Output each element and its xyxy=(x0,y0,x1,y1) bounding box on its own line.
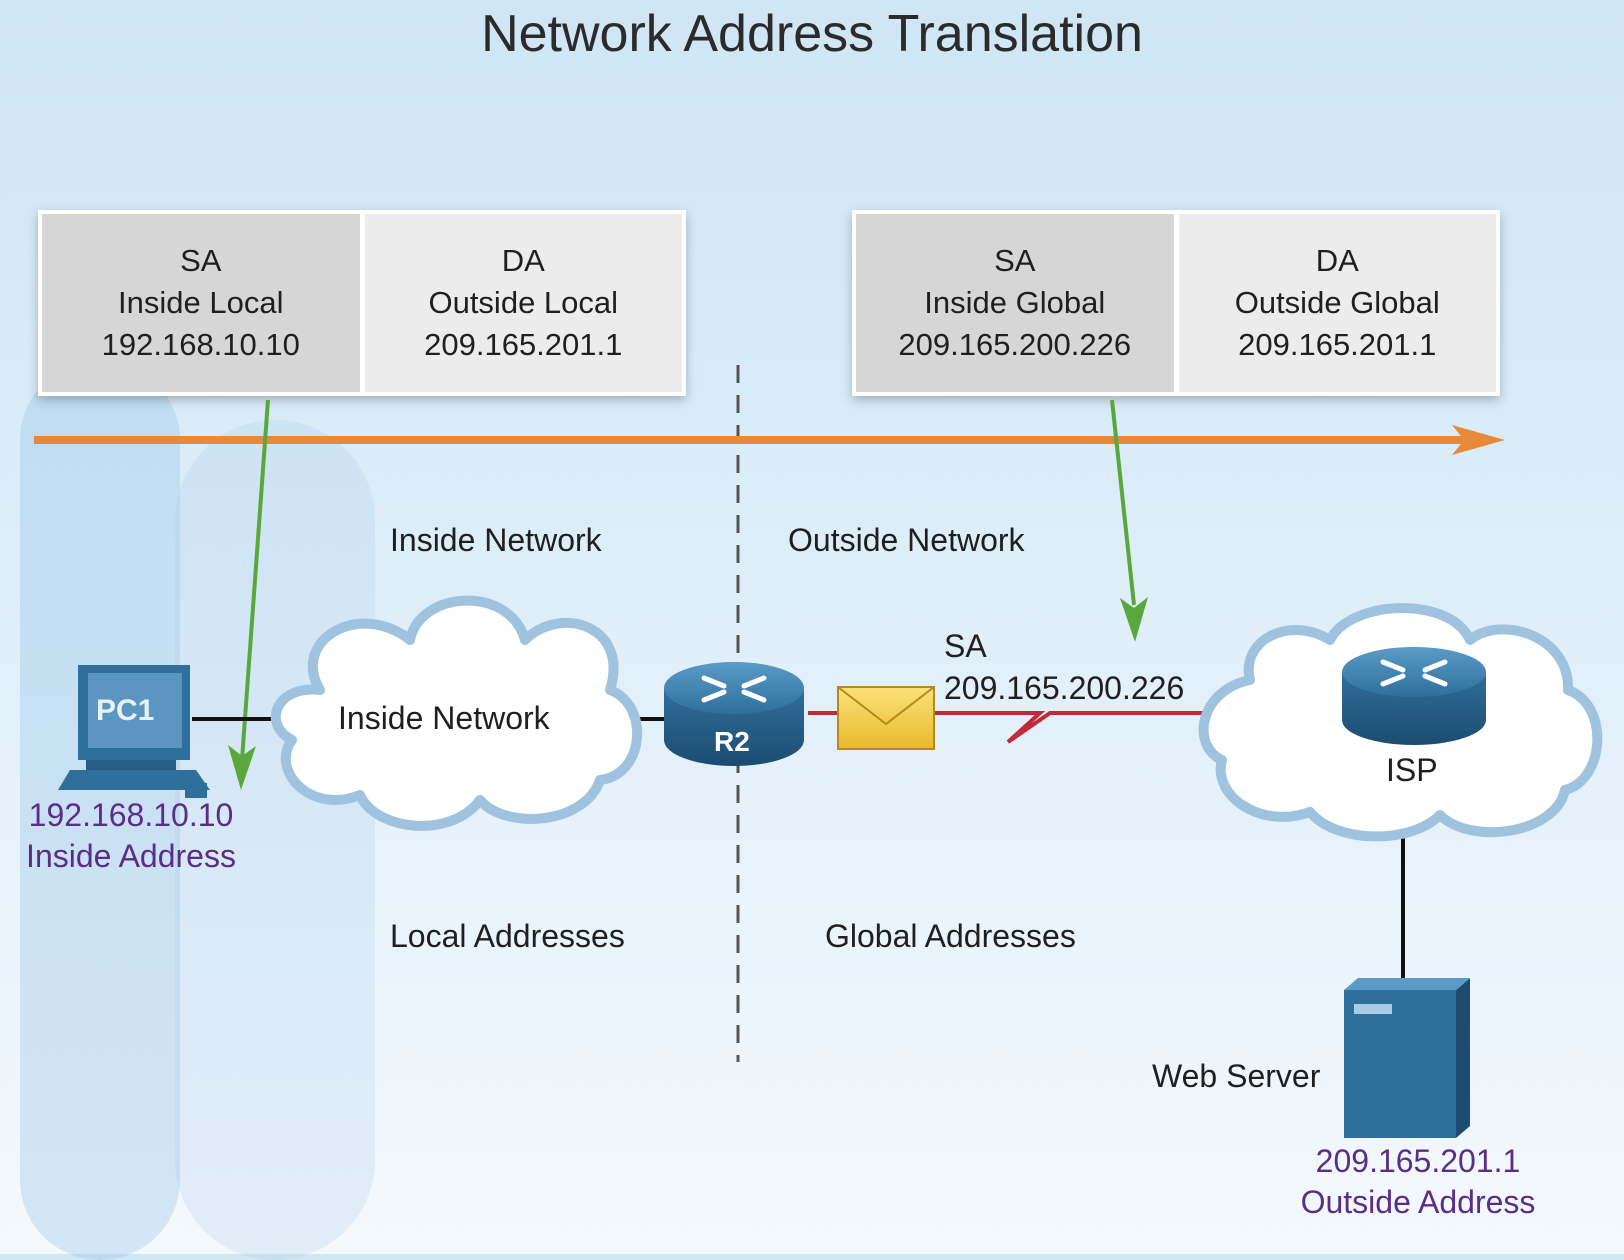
outside-da-type: Outside Global xyxy=(1234,285,1440,320)
pc1-computer-icon xyxy=(58,665,210,798)
inside-network-cloud xyxy=(270,595,643,831)
server-ip-address: 209.165.201.1 xyxy=(1315,1143,1521,1179)
inside-header-da-cell: DA Outside Local 209.165.201.1 xyxy=(365,214,683,392)
inside-packet-header: SA Inside Local 192.168.10.10 DA Outside… xyxy=(38,210,686,396)
serial-link xyxy=(808,711,1212,744)
packet-flow-arrowhead xyxy=(1452,425,1505,455)
inside-global-arrowhead xyxy=(1120,597,1148,642)
pc1-address-role: Inside Address xyxy=(26,838,236,874)
web-server-label: Web Server xyxy=(1152,1058,1321,1094)
outside-sa-label: SA xyxy=(994,243,1036,278)
inside-da-address: 209.165.201.1 xyxy=(424,327,623,362)
local-addresses-label: Local Addresses xyxy=(390,918,625,954)
outside-network-zone-label: Outside Network xyxy=(788,522,1025,558)
inside-da-type: Outside Local xyxy=(428,285,619,320)
inside-cloud-label: Inside Network xyxy=(338,700,550,736)
inside-network-zone-label: Inside Network xyxy=(390,522,602,558)
isp-label: ISP xyxy=(1386,752,1438,788)
inside-local-mapping-arrow xyxy=(240,399,270,761)
outside-header-da-cell: DA Outside Global 209.165.201.1 xyxy=(1179,214,1497,392)
r2-device-label: R2 xyxy=(714,726,750,757)
outside-sa-type: Inside Global xyxy=(924,285,1106,320)
outside-header-sa-cell: SA Inside Global 209.165.200.226 xyxy=(856,214,1179,392)
outside-packet-header: SA Inside Global 209.165.200.226 DA Outs… xyxy=(852,210,1500,396)
isp-router-icon xyxy=(1342,647,1486,745)
web-server-icon xyxy=(1344,978,1470,1138)
packet-envelope-icon xyxy=(837,686,935,750)
inside-header-sa-cell: SA Inside Local 192.168.10.10 xyxy=(42,214,365,392)
server-address-block: 209.165.201.1 Outside Address xyxy=(1280,1143,1556,1221)
diagram-title: Network Address Translation xyxy=(481,5,1143,63)
packet-sa-address: 209.165.200.226 xyxy=(944,670,1185,706)
outside-da-label: DA xyxy=(1315,243,1359,278)
inside-local-arrowhead xyxy=(228,745,256,790)
inside-sa-label: SA xyxy=(180,243,222,278)
server-address-role: Outside Address xyxy=(1300,1184,1536,1220)
inside-sa-type: Inside Local xyxy=(118,285,284,320)
pc1-address-block: 192.168.10.10 Inside Address xyxy=(10,797,252,875)
packet-sa-field: SA xyxy=(944,628,987,664)
r2-router-icon xyxy=(664,662,804,766)
inside-global-mapping-arrow xyxy=(1110,399,1136,606)
outside-da-address: 209.165.201.1 xyxy=(1238,327,1437,362)
inside-da-label: DA xyxy=(501,243,545,278)
outside-sa-address: 209.165.200.226 xyxy=(898,327,1132,362)
inside-sa-address: 192.168.10.10 xyxy=(101,327,300,362)
pc1-ip-address: 192.168.10.10 xyxy=(28,797,234,833)
pc1-device-label: PC1 xyxy=(96,694,155,727)
global-addresses-label: Global Addresses xyxy=(825,918,1076,954)
